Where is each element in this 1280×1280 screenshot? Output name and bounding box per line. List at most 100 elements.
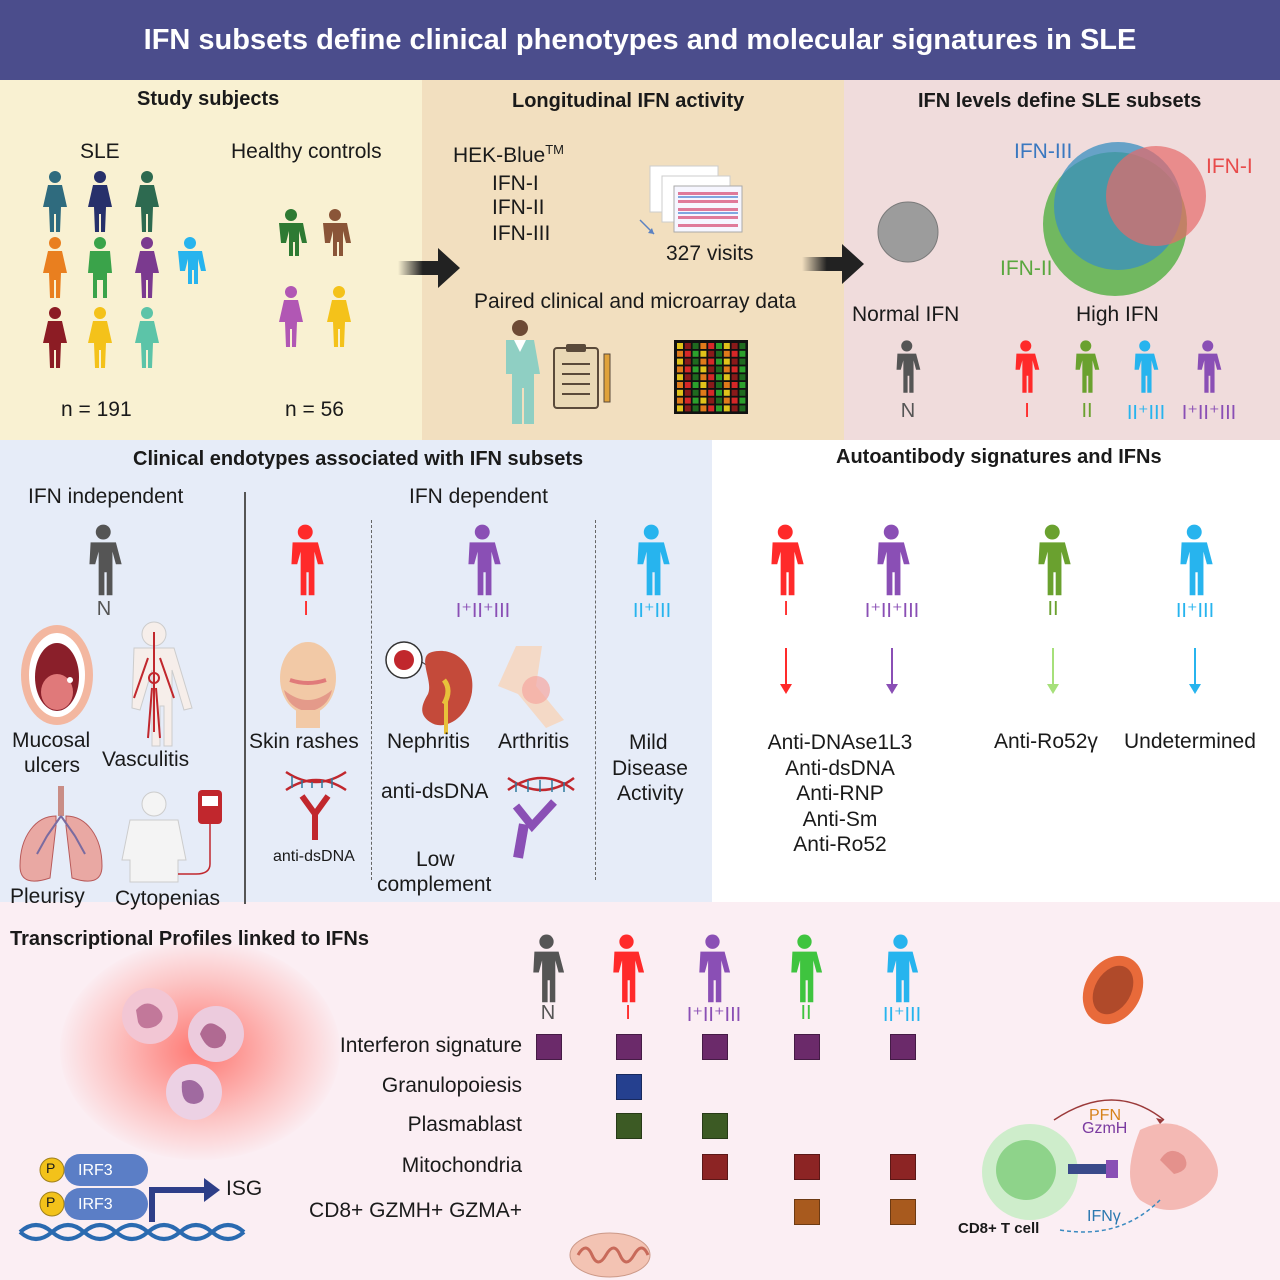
heatmap-cell	[616, 1113, 642, 1139]
ifng-label: IFNγ	[1087, 1208, 1121, 1225]
dna-antibody-icon	[285, 770, 347, 840]
hek-blue-label: HEK-BlueTM	[453, 142, 564, 167]
isg-label: ISG	[226, 1177, 263, 1200]
joint-icon	[498, 646, 564, 728]
person-icon	[887, 934, 919, 1003]
autoantibody-item: Anti-RNP	[796, 782, 884, 805]
ulcers-label: ulcers	[24, 754, 81, 777]
high-ifn-label: High IFN	[1076, 303, 1159, 326]
subset-label: II⁺III	[632, 600, 672, 622]
arthritis-label: Arthritis	[498, 730, 570, 753]
row-label: Plasmablast	[407, 1113, 522, 1136]
skin-rash-face-icon	[280, 642, 336, 728]
vasculitis-body-icon	[131, 621, 193, 747]
nephritis-label: Nephritis	[387, 730, 470, 753]
mild-label: Mild	[629, 731, 668, 754]
subset-label: I⁺II⁺III	[864, 600, 920, 622]
longitudinal-title: Longitudinal IFN activity	[512, 90, 745, 112]
column-label: I⁺II⁺III	[686, 1004, 742, 1026]
hc-n: n = 56	[285, 398, 344, 421]
person-icon	[877, 524, 910, 596]
neutrophil-icon	[122, 988, 178, 1044]
assay-plates-icon	[639, 165, 743, 235]
person-icon	[43, 171, 67, 232]
kidney-icon	[385, 641, 473, 734]
heatmap-cell	[890, 1199, 916, 1225]
irf3-label: IRF3	[78, 1162, 113, 1179]
sle-n: n = 191	[61, 398, 132, 421]
person-icon	[88, 307, 112, 368]
subset-label: I⁺II⁺III	[455, 600, 511, 622]
disease-label: Disease	[612, 757, 688, 780]
subset-label: II	[1047, 598, 1059, 620]
row-label: Mitochondria	[401, 1154, 522, 1177]
neutrophil-icon	[188, 1006, 244, 1062]
person-icon	[88, 237, 112, 298]
ifn-iii-assay: IFN-III	[492, 222, 551, 245]
autoantibody-item: Anti-Ro52	[793, 833, 887, 856]
subset-label: II	[1081, 400, 1093, 422]
heatmap-cell	[616, 1074, 642, 1100]
heatmap-cell	[616, 1034, 642, 1060]
person-icon	[613, 934, 645, 1003]
heatmap-cell	[794, 1034, 820, 1060]
row-label: CD8+ GZMH+ GZMA+	[309, 1199, 522, 1222]
person-icon	[327, 286, 351, 347]
person-icon	[88, 171, 112, 232]
arrow-down-icon	[1189, 648, 1201, 694]
person-icon	[1015, 340, 1040, 393]
transcriptional-title: Transcriptional Profiles linked to IFNs	[10, 928, 369, 950]
mucosal-label: Mucosal	[12, 729, 91, 752]
microarray-icon	[674, 340, 748, 414]
mitochondrion-icon	[569, 1232, 651, 1278]
skin-rashes-label: Skin rashes	[249, 730, 359, 753]
ifn-ii-assay: IFN-II	[492, 196, 545, 219]
vasculitis-label: Vasculitis	[102, 748, 190, 771]
arrow-down-icon	[1047, 648, 1059, 694]
person-icon	[43, 307, 67, 368]
autoantibody-item: Anti-dsDNA	[785, 756, 895, 780]
pfn-label: PFN	[1089, 1107, 1121, 1124]
column-label: N	[540, 1002, 556, 1024]
person-icon	[791, 934, 823, 1003]
heatmap-cell	[890, 1154, 916, 1180]
irf3-label: IRF3	[78, 1196, 113, 1213]
ifn-i-assay: IFN-I	[492, 172, 539, 195]
person-icon	[699, 934, 731, 1003]
subset-label: I	[783, 598, 789, 620]
venn-ifn-i-label: IFN-I	[1206, 155, 1253, 178]
person-icon	[323, 209, 351, 256]
arrow-right-icon	[398, 248, 460, 288]
banner-title: IFN subsets define clinical phenotypes a…	[0, 0, 1280, 80]
blood-bag-icon	[121, 790, 222, 883]
person-icon	[135, 307, 159, 368]
column-label: II⁺III	[882, 1004, 922, 1026]
heatmap-cell	[702, 1113, 728, 1139]
mouth-ulcer-icon	[21, 625, 93, 725]
gzmh-label: GzmH	[1082, 1120, 1128, 1137]
autoantibody-title: Autoantibody signatures and IFNs	[836, 446, 1162, 468]
column-label: II	[800, 1002, 812, 1024]
irf3-dimer-icon	[18, 1154, 246, 1241]
person-icon	[279, 286, 303, 347]
clinical-title: Clinical endotypes associated with IFN s…	[133, 448, 584, 470]
cd8-t-cell-label: CD8+ T cell	[958, 1220, 1040, 1237]
dna-antibody-icon	[507, 776, 575, 859]
arrow-down-icon	[886, 648, 898, 694]
panel-autoantibody	[712, 440, 1280, 902]
cytopenias-label: Cytopenias	[115, 887, 221, 910]
cd8-t-cell-icon	[982, 1099, 1218, 1233]
person-icon	[279, 209, 307, 256]
low-label: Low	[416, 848, 455, 871]
pleurisy-label: Pleurisy	[10, 885, 85, 908]
lungs-icon	[19, 786, 103, 882]
row-label: Granulopoiesis	[381, 1074, 522, 1097]
ifn-dependent-label: IFN dependent	[409, 485, 548, 508]
mitochondrion-icon	[1082, 955, 1144, 1025]
normal-ifn-circle	[877, 201, 939, 263]
heatmap-cell	[702, 1154, 728, 1180]
row-label: Interferon signature	[339, 1034, 522, 1057]
subset-label: I⁺II⁺III	[1181, 402, 1237, 424]
clipboard-icon	[553, 344, 611, 409]
panel-longitudinal	[422, 80, 844, 440]
